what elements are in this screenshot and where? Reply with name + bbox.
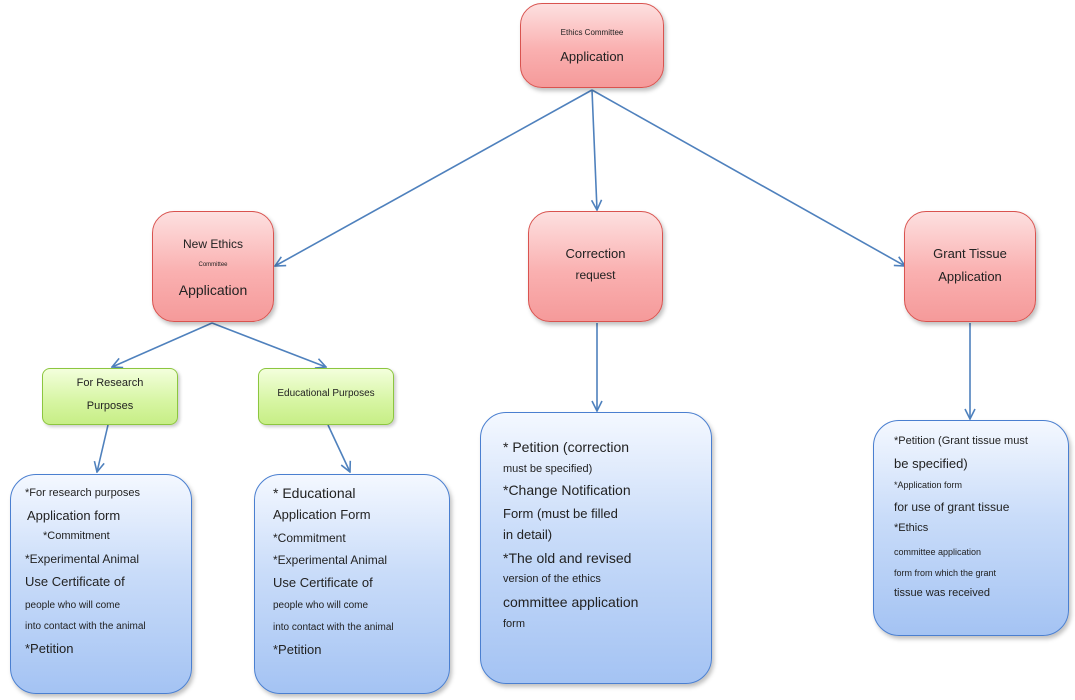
- new-ethics-line1: New Ethics: [182, 237, 244, 251]
- educational-doc-item: *Petition: [273, 642, 322, 657]
- educational-doc-item: *Experimental Animal: [273, 553, 388, 567]
- educational-doc-item: Use Certificate of: [273, 575, 373, 590]
- educational-line1: Educational Purposes: [277, 388, 375, 399]
- research-doc-item: *Commitment: [43, 530, 110, 542]
- correction-doc-item: committee application: [503, 594, 639, 610]
- edge-root-to-grant-tissue: [591, 89, 905, 266]
- edge-new-ethics-to-research: [112, 322, 213, 367]
- grant-tissue-line1: Grant Tissue: [933, 246, 1007, 261]
- ethics-committee-application-node: Ethics Committee Application: [520, 3, 664, 88]
- new-ethics-committee-application-node: New Ethics Committee Application: [152, 211, 274, 322]
- educational-doc-item: people who will come: [273, 600, 369, 611]
- educational-documents-node: * Educational Application Form *Commitme…: [254, 474, 450, 694]
- correction-doc-item: *The old and revised: [503, 550, 632, 566]
- educational-doc-item: into contact with the animal: [273, 622, 394, 633]
- research-doc-item: *For research purposes: [25, 487, 140, 499]
- research-doc-item: people who will come: [25, 600, 121, 611]
- educational-doc-item: *Commitment: [273, 531, 346, 545]
- correction-doc-item: Form (must be filled: [503, 506, 618, 521]
- grant-tissue-line2: Application: [938, 269, 1002, 284]
- grant-doc-item: form from which the grant: [894, 568, 997, 578]
- grant-tissue-documents-node: *Petition (Grant tissue must be specifie…: [873, 420, 1069, 636]
- educational-doc-item: * Educational: [273, 485, 356, 501]
- grant-doc-item: tissue was received: [894, 587, 990, 599]
- correction-line2: request: [575, 268, 616, 282]
- new-ethics-line2: Committee: [198, 262, 228, 268]
- correction-documents-node: * Petition (correction must be specified…: [480, 412, 712, 684]
- root-small-label: Ethics Committee: [560, 28, 624, 37]
- research-doc-item: Use Certificate of: [25, 574, 125, 589]
- correction-doc-item: version of the ethics: [503, 573, 601, 585]
- grant-doc-item: be specified): [894, 456, 968, 471]
- edge-new-ethics-to-educational: [211, 322, 326, 367]
- root-main-label: Application: [560, 49, 624, 64]
- research-line2: Purposes: [86, 400, 134, 412]
- grant-doc-item: for use of grant tissue: [894, 500, 1010, 514]
- grant-doc-item: *Application form: [894, 480, 963, 490]
- grant-tissue-application-node: Grant Tissue Application: [904, 211, 1036, 322]
- correction-doc-item: *Change Notification: [503, 482, 631, 498]
- educational-purposes-node: Educational Purposes: [258, 368, 394, 425]
- research-documents-node: *For research purposes Application form …: [10, 474, 192, 694]
- edge-root-to-new-ethics: [275, 89, 593, 266]
- correction-doc-item: * Petition (correction: [503, 439, 630, 455]
- edge-educational-to-docs: [327, 424, 350, 472]
- research-doc-item: *Experimental Animal: [25, 552, 140, 566]
- research-line1: For Research: [76, 377, 144, 389]
- correction-line1: Correction: [565, 246, 626, 261]
- edge-research-to-docs: [97, 424, 109, 472]
- new-ethics-line3: Application: [178, 282, 248, 298]
- grant-doc-item: committee application: [894, 547, 982, 557]
- correction-doc-item: in detail): [503, 527, 553, 542]
- grant-doc-item: *Ethics: [894, 522, 929, 534]
- edge-root-to-correction: [592, 89, 597, 210]
- research-purposes-node: For Research Purposes: [42, 368, 178, 425]
- research-doc-item: into contact with the animal: [25, 621, 146, 632]
- correction-request-node: Correction request: [528, 211, 663, 322]
- grant-doc-item: *Petition (Grant tissue must: [894, 435, 1028, 447]
- educational-doc-item: Application Form: [273, 507, 371, 522]
- research-doc-item: *Petition: [25, 641, 74, 656]
- correction-doc-item: must be specified): [503, 463, 593, 475]
- research-doc-item: Application form: [27, 508, 121, 523]
- correction-doc-item: form: [503, 618, 525, 630]
